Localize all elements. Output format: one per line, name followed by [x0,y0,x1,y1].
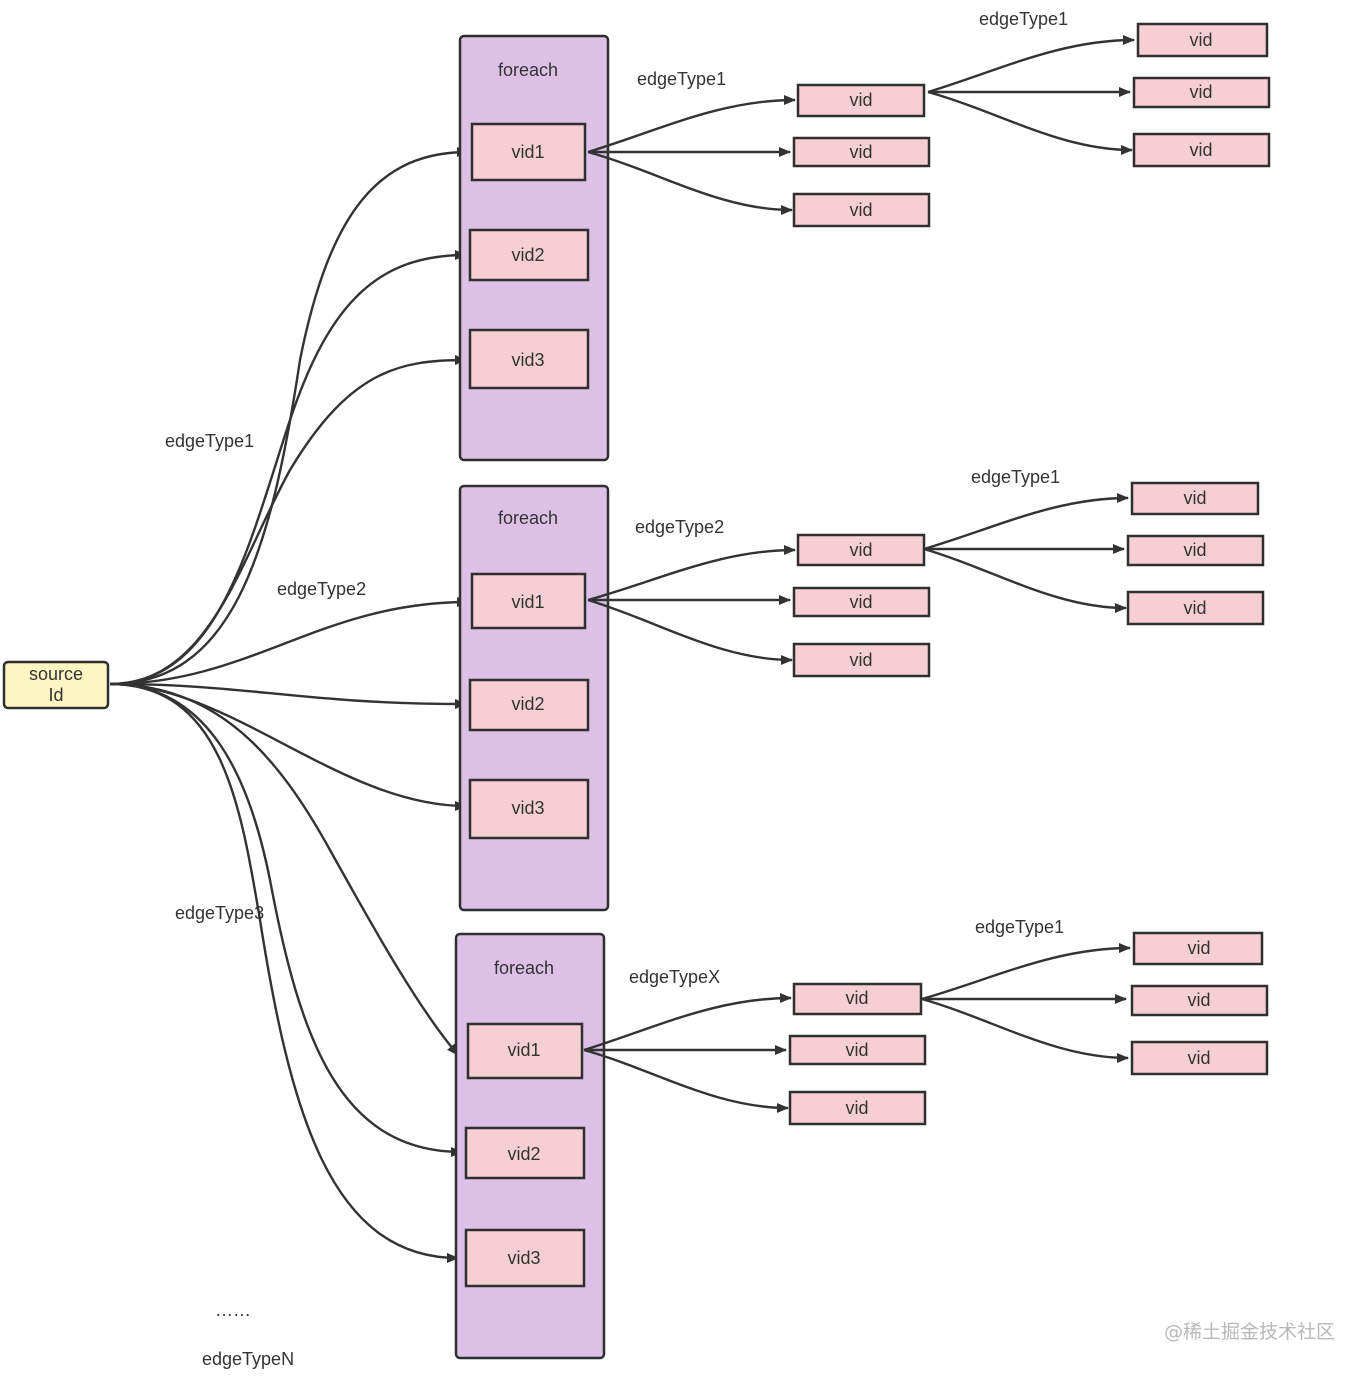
edge-l2 [583,993,792,1052]
vid-node-label: vid3 [511,798,544,818]
vid-node-box[interactable] [788,1090,927,1126]
edge-l2 [587,150,793,215]
vid-node-box[interactable] [1126,534,1265,567]
source-edge-label: edgeType3 [175,903,264,923]
vid-node-box[interactable] [1126,590,1265,626]
edge-source-to-g3-vid1 [109,682,459,1056]
edge-label: edgeType1 [971,467,1060,487]
vid-node-label: vid [849,540,872,560]
vid-node-label: vid [1189,82,1212,102]
vid-node-box[interactable] [1132,76,1271,109]
vid-node-label: vid [1189,140,1212,160]
edge-l3 [921,943,1131,1001]
vid-node-box[interactable] [466,1022,584,1080]
vid-node-box[interactable] [470,122,587,182]
vid-node-box[interactable] [1130,984,1269,1017]
edge-source-to-g2-vid1 [109,597,469,686]
vid-node-box[interactable] [1130,481,1260,516]
foreach-title: foreach [498,508,558,528]
vid-node-label: vid [1183,540,1206,560]
group-2: foreach vid1 vid2 vid3 edgeType2 vid vid… [458,467,1265,912]
edge-l2 [587,598,793,665]
vid-node-box[interactable] [468,228,590,282]
edge-label: edgeType1 [979,9,1068,29]
vid-node-label: vid [1187,1048,1210,1068]
vid-node-box[interactable] [1132,931,1264,966]
edge-label: edgeType2 [635,517,724,537]
edge-l3 [921,997,1129,1063]
vid-node-box[interactable] [792,586,931,618]
vid-node-label: vid [845,988,868,1008]
source-node-label-line1: source [29,664,83,684]
vid-node-label: vid3 [507,1248,540,1268]
edge-l2 [587,95,796,154]
edge-label: edgeType1 [637,69,726,89]
ellipsis: …… [215,1300,251,1320]
vid-node-label: vid2 [511,694,544,714]
vid-node-box[interactable] [468,328,590,390]
vid-node-label: vid [1183,488,1206,508]
vid-node-label: vid1 [507,1040,540,1060]
vid-node-box[interactable] [796,533,926,567]
vid-node-label: vid1 [511,142,544,162]
vid-node-label: vid [845,1040,868,1060]
watermark: @稀土掘金技术社区 [1164,1321,1335,1343]
vid-node-box[interactable] [1132,132,1271,168]
edge-l3 [927,90,1133,155]
vid-node-box[interactable] [792,192,931,228]
source-edge-label: edgeType2 [277,579,366,599]
vid-node-label: vid [849,650,872,670]
vid-node-box[interactable] [470,572,587,630]
vid-node-box[interactable] [792,982,923,1016]
vid-node-label: vid2 [511,245,544,265]
source-edges [109,147,469,1263]
edge-l2 [587,545,796,602]
vid-node-label: vid [849,592,872,612]
vid-node-label: vid [1187,990,1210,1010]
source-edge-label: edgeTypeN [202,1349,294,1369]
source-edge-label: edgeType1 [165,431,254,451]
vid-node-label: vid1 [511,592,544,612]
vid-node-label: vid [845,1098,868,1118]
vid-node-box[interactable] [1130,1040,1269,1076]
edge-l3 [923,493,1129,551]
edge-l3 [927,35,1135,94]
source-node[interactable]: source Id [2,660,110,710]
vid-node-box[interactable] [468,678,590,732]
group-1: foreach vid1 vid2 vid3 edgeType1 vid vid… [458,9,1271,462]
vid-node-box[interactable] [1136,22,1269,58]
vid-node-label: vid2 [507,1144,540,1164]
group-3: foreach vid1 vid2 vid3 edgeTypeX vid vid… [454,917,1269,1360]
vid-node-label: vid3 [511,350,544,370]
edge-source-to-g1-vid3 [109,355,467,686]
vid-node-box[interactable] [792,136,931,168]
edge-source-to-g1-vid2 [109,250,467,686]
vid-node-box[interactable] [788,1034,927,1066]
foreach-title: foreach [494,958,554,978]
edge-source-to-g3-vid2 [109,682,463,1157]
vid-node-box[interactable] [468,778,590,840]
vid-node-box[interactable] [464,1126,586,1180]
edge-l2 [583,1048,789,1113]
vid-node-label: vid [849,90,872,110]
vid-node-box[interactable] [464,1228,586,1288]
vid-node-label: vid [849,142,872,162]
vid-node-box[interactable] [792,642,931,678]
vid-node-label: vid [849,200,872,220]
vid-node-label: vid [1183,598,1206,618]
vid-node-label: vid [1187,938,1210,958]
edge-source-to-g2-vid2 [109,682,467,709]
vid-node-box[interactable] [796,83,926,118]
edge-label: edgeTypeX [629,967,720,987]
edge-label: edgeType1 [975,917,1064,937]
source-node-box[interactable] [2,660,110,710]
vid-node-label: vid [1189,30,1212,50]
edge-source-to-g1-vid1 [109,147,469,686]
foreach-title: foreach [498,60,558,80]
edge-source-to-g3-vid3 [109,682,459,1263]
source-node-label-line2: Id [48,685,63,705]
edge-l3 [923,547,1127,613]
